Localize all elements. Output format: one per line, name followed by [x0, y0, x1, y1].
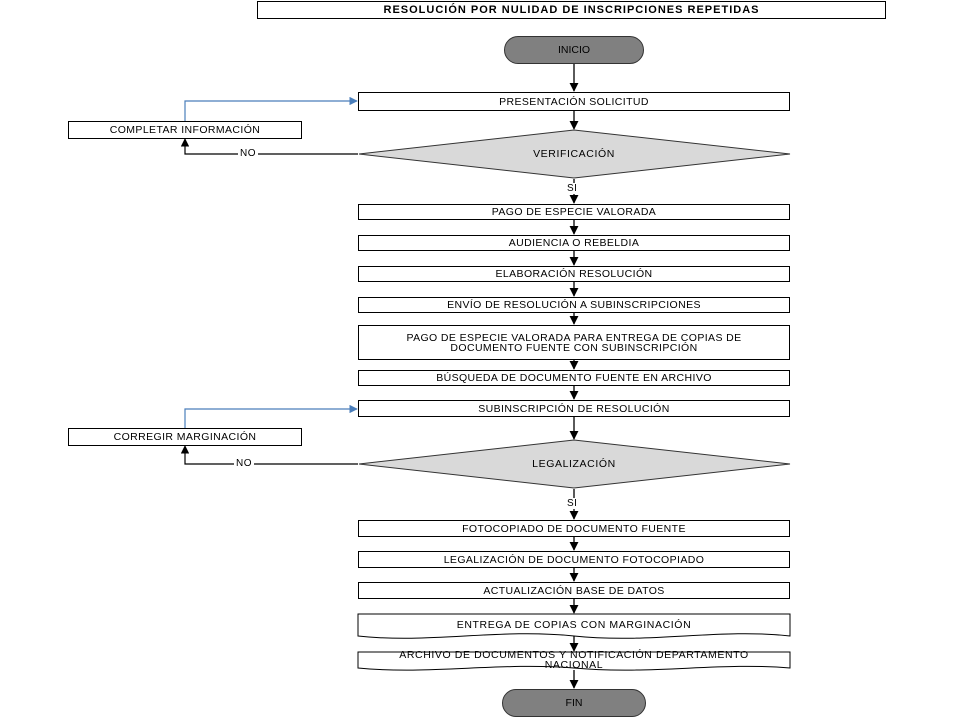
yes-label-1: SI [565, 183, 580, 194]
step-legalizacion-documento: LEGALIZACIÓN DE DOCUMENTO FOTOCOPIADO [358, 551, 790, 568]
step-elaboracion: ELABORACIÓN RESOLUCIÓN [358, 266, 790, 282]
archivo-shape [357, 651, 791, 671]
end-label: FIN [565, 697, 583, 709]
entrega-shape [357, 613, 791, 639]
step-archivo: ARCHIVO DE DOCUMENTOS Y NOTIFICACIÓN DEP… [399, 649, 749, 671]
decision-legalizacion-label: LEGALIZACIÓN [532, 458, 616, 470]
decision-legalizacion-shape [358, 439, 791, 489]
no-label-2: NO [234, 458, 254, 469]
start-terminal: INICIO [504, 36, 644, 64]
step-presentacion: PRESENTACIÓN SOLICITUD [358, 92, 790, 111]
step-entrega: ENTREGA DE COPIAS CON MARGINACIÓN [456, 619, 692, 631]
step-pago: PAGO DE ESPECIE VALORADA [358, 204, 790, 220]
step-fotocopiado: FOTOCOPIADO DE DOCUMENTO FUENTE [358, 520, 790, 537]
step-envio: ENVÍO DE RESOLUCIÓN A SUBINSCRIPCIONES [358, 297, 790, 313]
end-terminal: FIN [502, 689, 646, 717]
decision-verificacion-shape [358, 129, 791, 179]
step-audiencia: AUDIENCIA O REBELDIA [358, 235, 790, 251]
no-label-1: NO [238, 148, 258, 159]
step-subinscripcion: SUBINSCRIPCIÓN DE RESOLUCIÓN [358, 400, 790, 417]
decision-verificacion-label: VERIFICACIÓN [533, 148, 615, 160]
step-corregir-marginacion: CORREGIR MARGINACIÓN [68, 428, 302, 446]
yes-label-2: SI [565, 498, 580, 509]
step-busqueda: BÚSQUEDA DE DOCUMENTO FUENTE EN ARCHIVO [358, 370, 790, 386]
start-label: INICIO [557, 44, 591, 56]
step-pago-copias: PAGO DE ESPECIE VALORADA PARA ENTREGA DE… [358, 325, 790, 360]
step-completar-informacion: COMPLETAR INFORMACIÓN [68, 121, 302, 139]
step-actualizacion: ACTUALIZACIÓN BASE DE DATOS [358, 582, 790, 599]
page-title: RESOLUCIÓN POR NULIDAD DE INSCRIPCIONES … [257, 1, 886, 19]
